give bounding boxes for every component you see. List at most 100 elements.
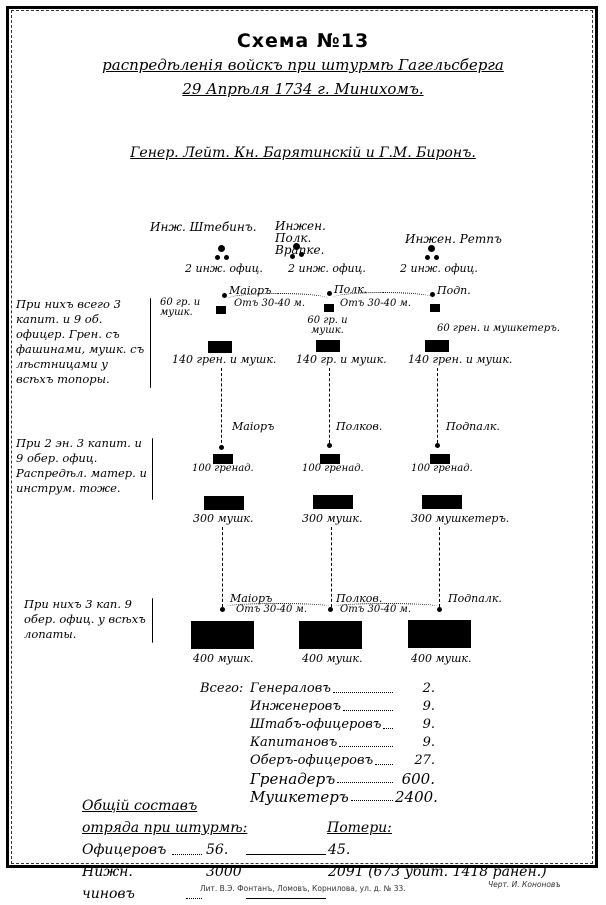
commander-marker [327,443,332,448]
engineer-marker [218,245,225,252]
draftsman-credit: Черт. И. Кононовъ [488,880,561,889]
commander-marker [219,445,224,450]
summary-row: Нижн. чиновъ 3000 2091 (673 убит. 1418 р… [82,861,547,905]
distance-label: Отъ 30-40 м. [340,298,412,309]
officer-marker [299,252,304,257]
engineer-name: Инж. Штебинъ. [150,220,257,234]
summary-block: Общій составъ отряда при штурмѣ: Потери:… [82,795,547,905]
totals-value: 600. [401,770,435,788]
commander-label: Подп. [437,284,471,297]
lead-party-block [324,304,334,312]
engineer-officers: 2 инж. офиц. [185,262,263,275]
totals-heading: Всего: [200,681,244,696]
losses-heading: Потери: [327,820,392,836]
musketeer-block [204,496,244,510]
commander-label: Полков. [336,420,383,433]
totals-row: Оберъ-офицеровъ 27. [200,752,435,770]
officer-marker [224,255,229,260]
totals-label: Мушкетеръ [250,788,349,806]
commander-marker [222,293,227,298]
lead-party-label: 60 гр. и мушк. [307,315,348,336]
summary-losses: 45. [328,842,351,858]
dotted-arc [226,603,330,610]
engineer-marker [428,245,435,252]
lead-party-label: 60 грен. и мушкетеръ. [437,323,560,334]
totals-label: Гренадеръ [250,770,336,788]
main-party-label: 140 грен. и мушк. [408,353,513,366]
totals-value: 9. [422,717,435,732]
totals-label: Генераловъ [250,681,331,696]
row2-brace [152,438,153,500]
grenadier-label: 100 гренад. [192,463,254,474]
engineer-marker [293,243,300,250]
dotted-arc [333,292,433,303]
summary-row: Офицеровъ 56. 45. [82,839,547,861]
totals-row: Гренадеръ 600. [200,770,435,788]
totals-label: Капитановъ [250,735,338,750]
commander-label: Маіоръ [230,592,273,605]
dotted-arc [334,603,438,610]
dotted-arc [228,293,328,304]
row3-note: При нихъ 3 кап. 9 обер. офиц. у всѣхъ ло… [24,597,146,641]
commander-marker [220,607,225,612]
summary-strength: 56. [206,842,229,858]
commander-label: Подпалк. [446,420,500,433]
musketeer-label: 300 мушкетеръ. [411,512,510,525]
main-party-block [425,340,449,352]
officer-marker [425,255,430,260]
engineer-officers: 2 инж. офиц. [288,262,366,275]
scheme-date: 29 Апрѣля 1734 г. Минихомъ. [182,80,424,98]
main-party-label: 140 грен. и мушк. [172,353,277,366]
musketeer-label: 300 мушк. [302,512,363,525]
column-axis [329,368,330,448]
main-party-label: 400 мушк. [411,652,472,665]
lead-party-label: 60 гр. и мушк. [160,297,201,318]
musketeer-block [313,495,353,509]
grenadier-block [320,454,340,464]
main-party-block [316,340,340,352]
musketeer-label: 300 мушк. [193,512,254,525]
totals-row: Всего: Генераловъ 2. [200,680,435,698]
totals-label: Оберъ-офицеровъ [250,753,374,768]
officer-marker [215,255,220,260]
row3-brace [152,598,153,643]
totals-row: Мушкетеръ 2400. [200,788,438,806]
summary-label: Офицеровъ [82,842,167,858]
main-party-block [208,341,232,353]
totals-value: 9. [422,735,435,750]
totals-row: Штабъ-офицеровъ 9. [200,716,435,734]
commander-marker [328,607,333,612]
totals-row: Капитановъ 9. [200,734,435,752]
distance-label: Отъ 30-40 м. [234,298,306,309]
lead-party-block [216,306,226,314]
column-axis [221,368,222,448]
row1-brace [150,298,151,388]
totals-label: Инженеровъ [250,699,342,714]
commander-marker [437,607,442,612]
engineer-officers: 2 инж. офиц. [400,262,478,275]
totals-value: 9. [422,699,435,714]
row1-note: При нихъ всего 3 капит. и 9 об. офицер. … [16,297,145,386]
musketeer-block [422,495,462,509]
main-party-label: 140 гр. и мушк. [296,353,387,366]
grenadier-label: 100 гренад. [302,463,364,474]
lead-party-block [430,304,440,312]
totals-value: 27. [414,753,435,768]
commander-marker [430,292,435,297]
scheme-subtitle: распредѣленія войскъ при штурмѣ Гагельсб… [102,56,504,74]
commander-label: Маіоръ [232,420,275,433]
main-party-block [299,621,362,649]
distance-label: Отъ 30-40 м. [236,604,308,615]
row2-note: При 2 эн. 3 капит. и 9 обер. офиц. Распр… [16,436,147,495]
summary-losses: 2091 (673 убит. 1418 ранен.) [328,864,547,880]
summary-heading: Общій составъ [82,798,198,814]
column-axis [437,368,438,448]
engineer-name: Инжен. Ретпъ [405,232,502,246]
totals-value: 2400. [395,788,438,806]
commander-label: Подпалк. [448,592,502,605]
totals-table: Всего: Генераловъ 2. Инженеровъ 9. Штабъ… [200,680,438,806]
main-party-block [191,621,254,649]
grenadier-label: 100 гренад. [411,463,473,474]
distance-label: Отъ 30-40 м. [340,604,412,615]
officer-marker [434,255,439,260]
